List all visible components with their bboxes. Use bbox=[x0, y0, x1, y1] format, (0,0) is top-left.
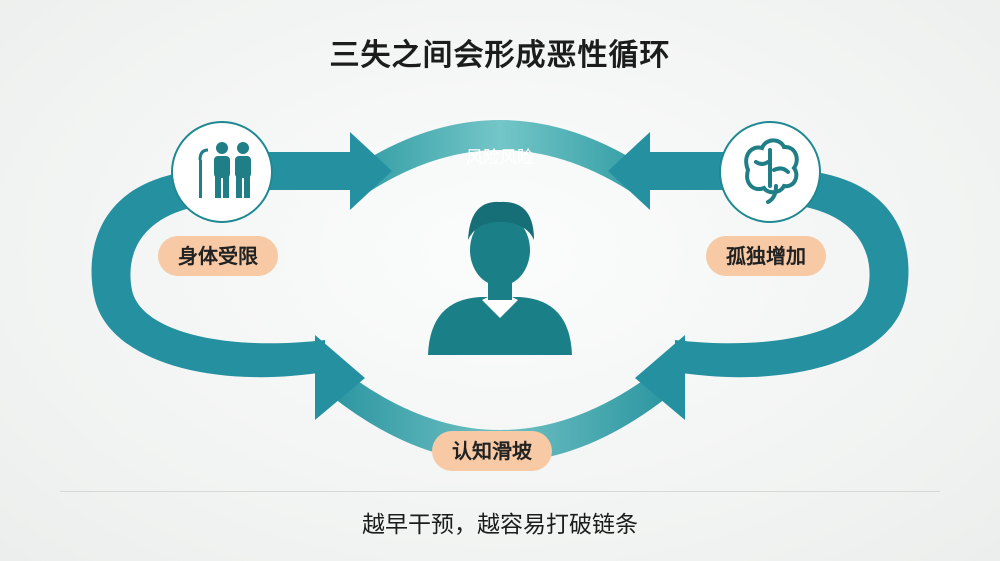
top-left-arrow-shaft bbox=[262, 152, 352, 190]
isolation-label: 孤独增加 bbox=[706, 236, 826, 276]
divider bbox=[60, 491, 940, 492]
person-icon bbox=[428, 201, 572, 355]
bottom-left-arrow-head bbox=[315, 335, 365, 420]
left-ribbon bbox=[91, 170, 325, 378]
bottom-right-arrow-head bbox=[635, 335, 685, 420]
bottom-arc-band bbox=[330, 360, 670, 463]
physical-limitation-label: 身体受限 bbox=[158, 236, 278, 276]
top-left-arrow-head bbox=[350, 132, 392, 210]
brain-icon bbox=[744, 138, 799, 204]
right-ribbon bbox=[675, 170, 909, 378]
page-title: 三失之间会形成恶性循环 bbox=[329, 38, 671, 73]
top-arc-band bbox=[350, 120, 650, 205]
footer-text: 越早干预，越容易打破链条 bbox=[362, 512, 638, 538]
top-arc-label: 风险风险 bbox=[466, 148, 534, 168]
cognitive-decline-label: 认知滑坡 bbox=[432, 431, 552, 471]
elderly-people-icon bbox=[198, 142, 251, 198]
top-right-arrow-head bbox=[608, 132, 650, 210]
